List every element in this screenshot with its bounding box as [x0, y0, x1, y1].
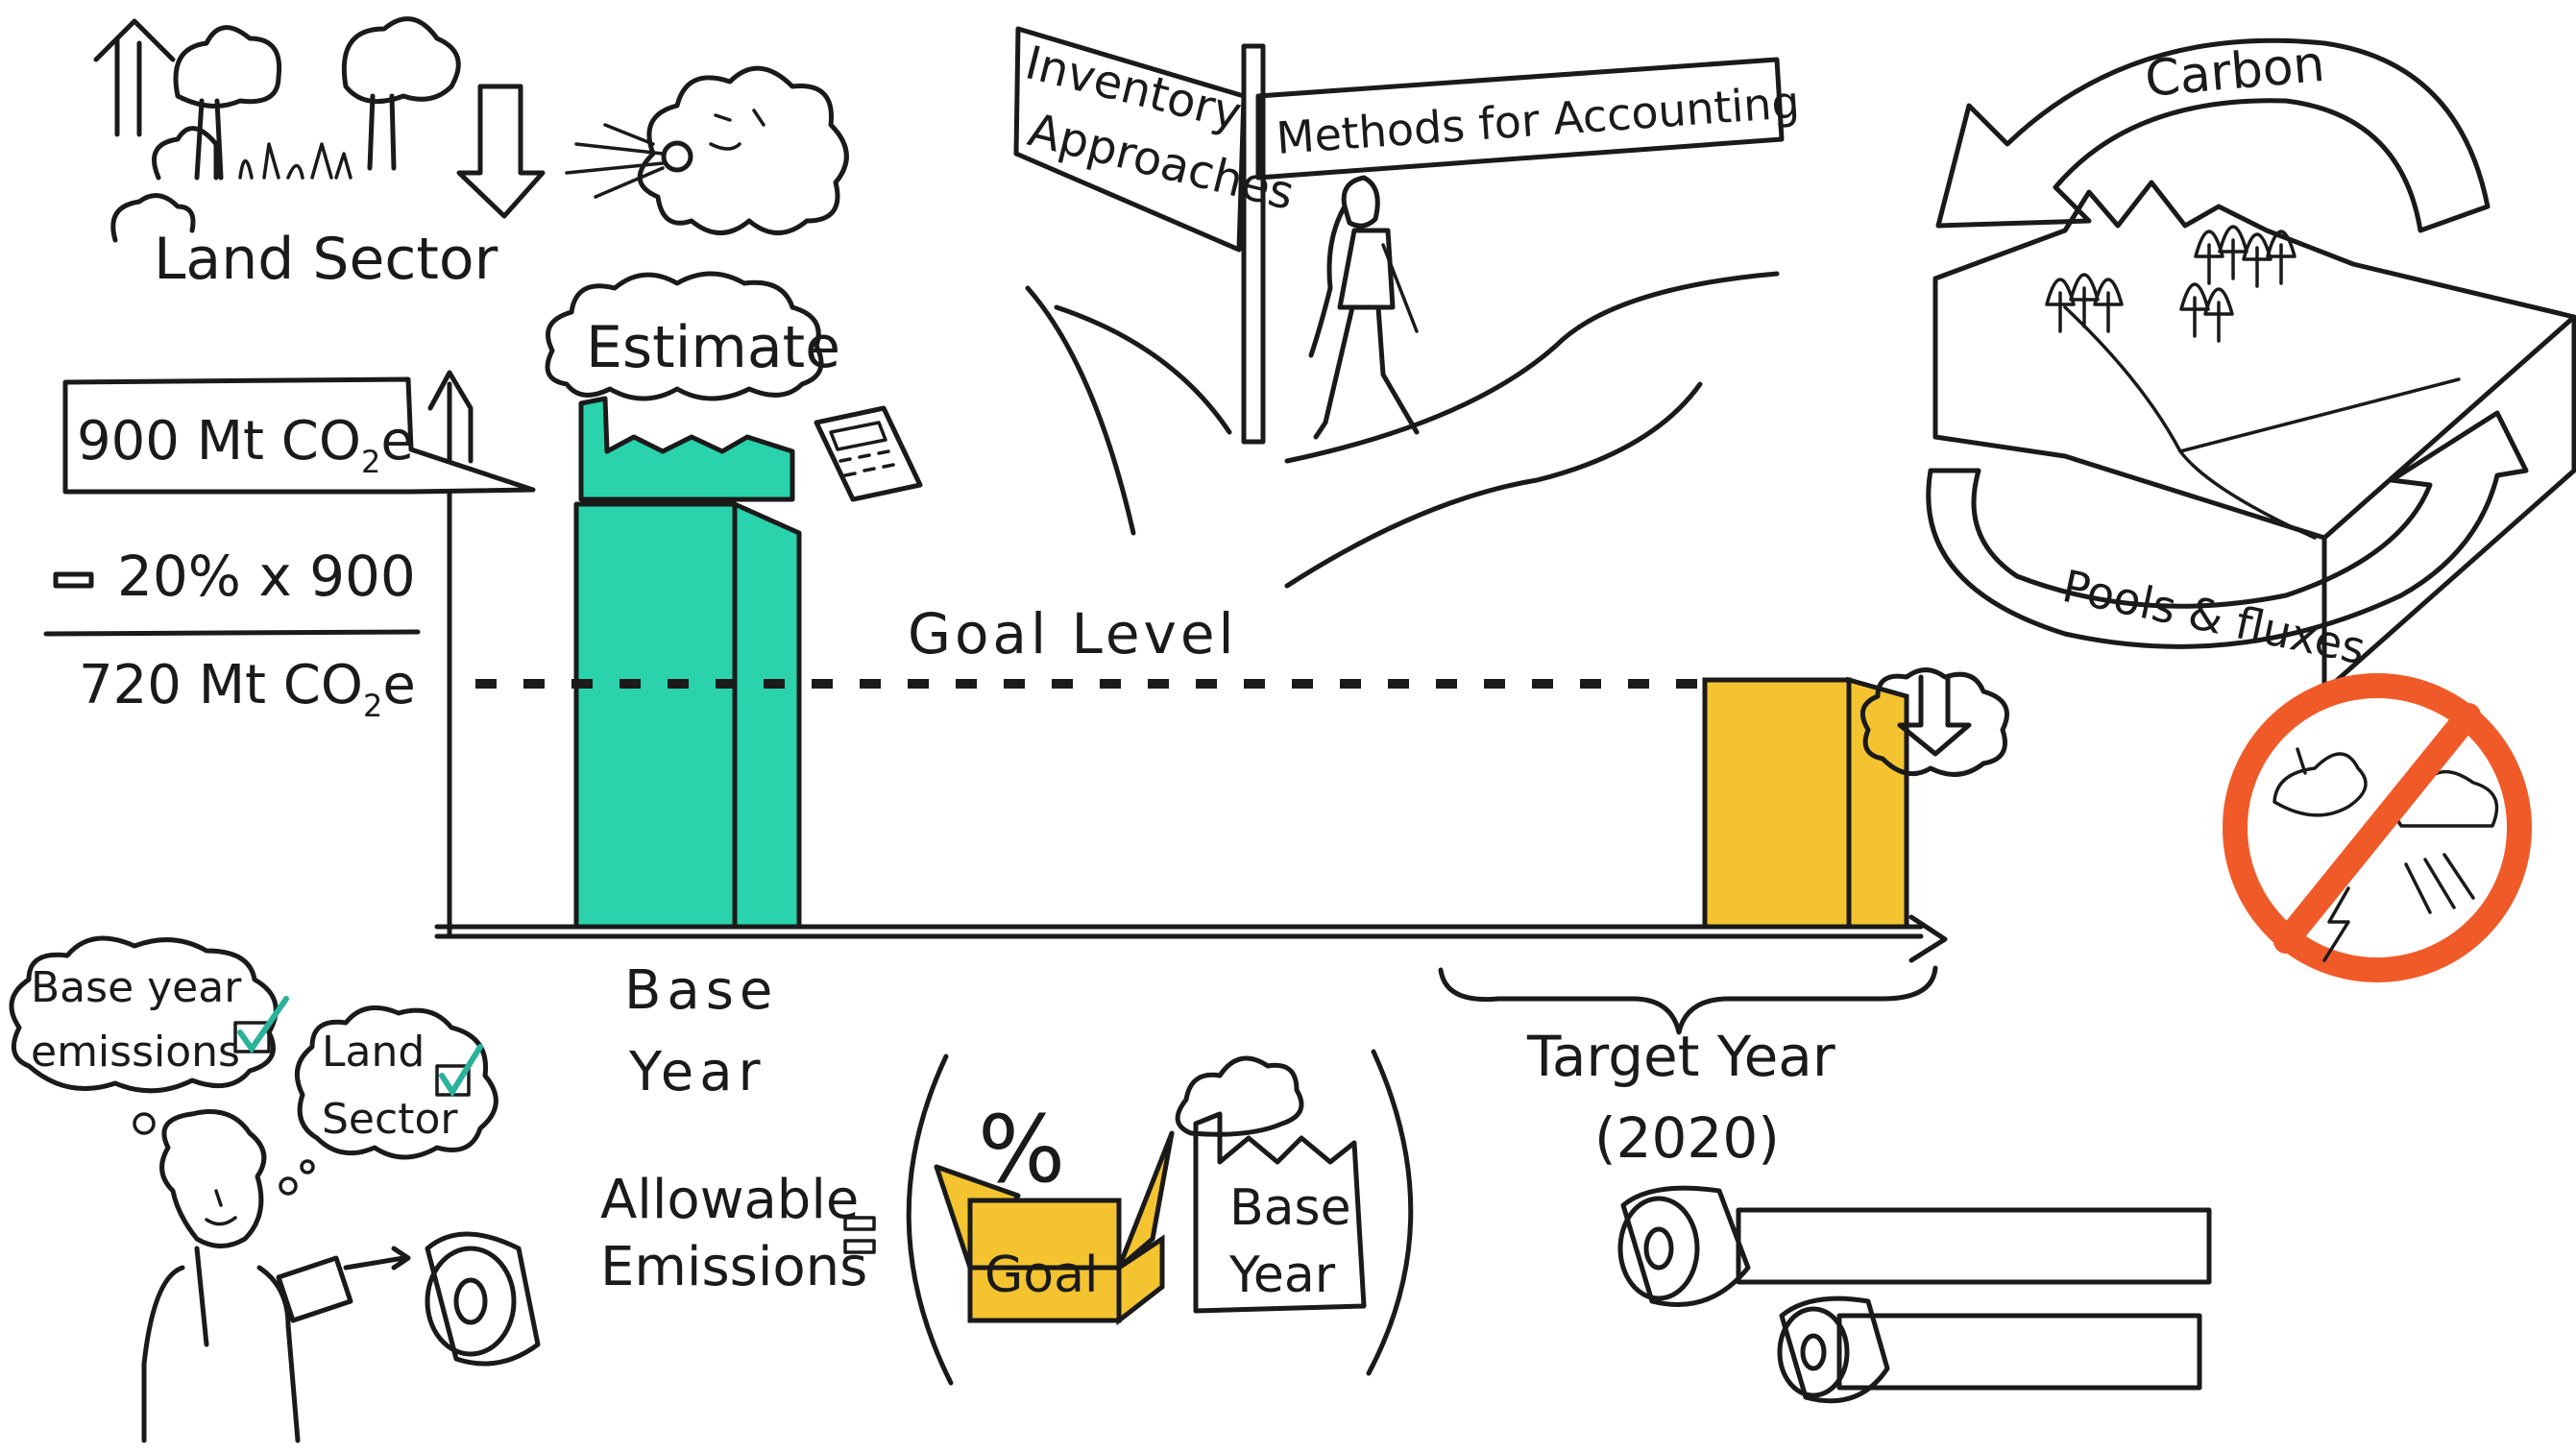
base-value-text: 900 Mt CO2e	[77, 410, 414, 480]
progress-pucks	[1617, 1185, 2212, 1404]
person-head	[159, 1109, 267, 1248]
percent-sign: %	[978, 1096, 1065, 1203]
carbon-arrow-top	[1935, 37, 2491, 233]
check-icon	[439, 1044, 483, 1098]
carbon-arrow-bottom	[1926, 410, 2529, 649]
land-sector-illustration: Land Sector	[93, 16, 546, 293]
path-right	[1284, 271, 1780, 589]
base-value-callout: 900 Mt CO2e	[62, 376, 536, 495]
base-year-thought-line1: Base year	[31, 963, 242, 1012]
emissions-label: Emissions	[600, 1236, 867, 1298]
signpost-pole	[1241, 43, 1266, 445]
signpost: Inventory Approaches Methods for Account…	[1013, 26, 1801, 589]
goal-box-icon: Goal %	[934, 1096, 1175, 1326]
no-slash	[2273, 703, 2481, 954]
factory-roof	[578, 396, 795, 502]
goal-level-label: Goal Level	[908, 601, 1238, 666]
empty-bar-1	[1736, 1207, 2212, 1285]
carbon-cycle: Carbon Pools & fluxes	[1926, 36, 2576, 694]
person-body	[141, 1246, 301, 1443]
carbon-label: Carbon	[2143, 36, 2327, 109]
target-year-bar	[1702, 676, 1909, 930]
y-axis-arrow	[427, 370, 474, 464]
thought-bubble-base-year	[9, 935, 279, 1094]
allowable-label: Allowable	[600, 1169, 859, 1231]
tree-icon	[341, 16, 461, 171]
left-paren	[906, 1053, 954, 1386]
right-paren	[1366, 1049, 1414, 1376]
base-box-label: Base	[1229, 1179, 1351, 1237]
checkbox-base	[233, 1021, 271, 1053]
thought-bubble-land-sector	[294, 1005, 498, 1160]
tree-icon	[173, 25, 282, 181]
land-sector-thought-line1: Land	[322, 1028, 425, 1077]
year-box-label: Year	[1228, 1247, 1336, 1304]
land-sector-label: Land Sector	[154, 226, 498, 293]
target-year-label: Target Year	[1526, 1024, 1835, 1089]
check-icon	[237, 996, 289, 1054]
blowing-cloud-icon	[565, 65, 849, 235]
calc-divider	[43, 629, 421, 637]
bush-icon	[110, 126, 219, 243]
target-year-value: (2020)	[1594, 1105, 1780, 1171]
base-year-factory	[573, 396, 802, 930]
factory-tower-front	[573, 501, 738, 930]
allowable-emissions-formula: Allowable Emissions Goal % Base Year	[600, 1049, 1414, 1386]
grass-icon	[238, 142, 352, 180]
reduction-cloud-icon	[1859, 667, 2009, 777]
percent-line: 20% x 900	[117, 544, 416, 609]
down-arrow-icon	[456, 84, 546, 219]
tablet-icon	[276, 1255, 353, 1323]
base-year-box-icon: Base Year	[1175, 1055, 1367, 1314]
factory-tower-side	[732, 501, 802, 930]
estimate-cloud: Estimate	[545, 271, 840, 401]
result-text: 720 Mt CO2e	[79, 654, 416, 724]
empty-bar-2	[1836, 1313, 2202, 1391]
walking-person-icon	[1308, 175, 1420, 440]
up-arrow-icon	[93, 18, 176, 137]
base-year-thought-line2: emissions	[31, 1028, 240, 1077]
goal-box-label: Goal	[984, 1247, 1098, 1304]
base-label: Base	[624, 959, 778, 1022]
target-puck-icon	[1617, 1185, 1751, 1307]
estimate-label: Estimate	[586, 314, 840, 381]
thinking-person: Base year emissions Land Sector	[9, 935, 541, 1443]
calculator-icon	[814, 405, 923, 502]
target-puck-icon	[425, 1231, 541, 1367]
calculation: 20% x 900 720 Mt CO2e	[43, 544, 421, 724]
path-left	[1025, 285, 1232, 536]
checkbox-land	[435, 1064, 471, 1097]
minus-sign	[53, 571, 94, 589]
land-sector-thought-line2: Sector	[322, 1095, 458, 1144]
equals-sign	[843, 1216, 876, 1254]
chart-axes	[427, 370, 1948, 963]
year-label: Year	[628, 1041, 766, 1103]
target-bracket	[1438, 965, 1938, 1035]
target-puck-icon	[1777, 1296, 1890, 1404]
no-natural-disturbance-icon	[2223, 673, 2532, 982]
trees-cluster	[2045, 225, 2297, 343]
landscape-block	[1932, 180, 2576, 541]
